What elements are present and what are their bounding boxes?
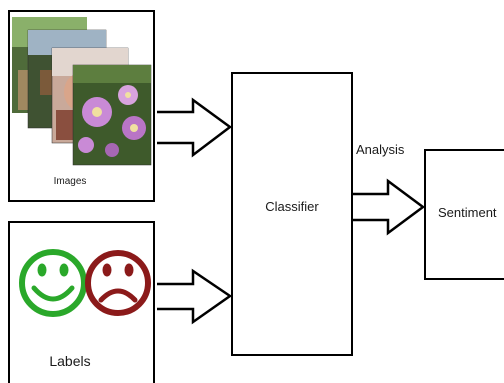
flower-photo: [72, 64, 152, 166]
arrow-labels-to-classifier: [157, 268, 233, 325]
photo-stack: [12, 17, 152, 166]
arrow-classifier-to-sentiment: [353, 178, 426, 236]
sad-face-icon: [85, 250, 151, 316]
images-label: Images: [53, 176, 87, 187]
classifier-label: Classifier: [265, 199, 319, 214]
arrow-images-to-classifier: [157, 97, 233, 158]
labels-node-box: [8, 221, 155, 383]
analysis-edge-label: Analysis: [356, 142, 405, 157]
sentiment-label: Sentiment: [438, 205, 497, 220]
happy-face-icon: [19, 249, 87, 317]
classifier-node-box: [231, 72, 353, 356]
sentiment-node-box: [424, 149, 504, 280]
labels-label: Labels: [49, 353, 91, 369]
